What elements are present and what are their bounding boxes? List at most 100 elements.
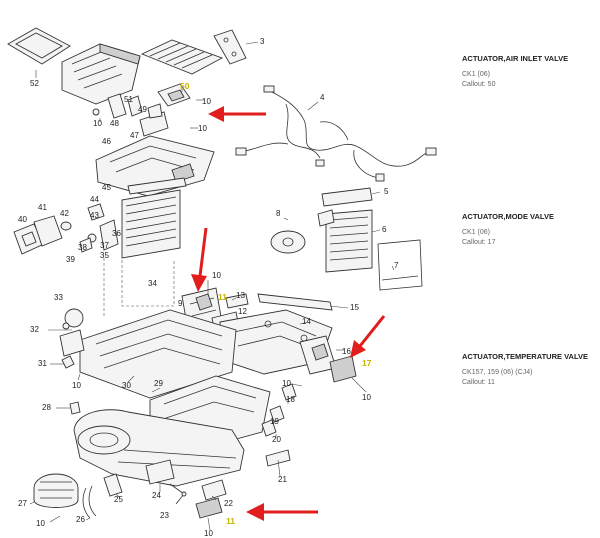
callout-9: 9: [178, 299, 183, 308]
callout-43: 43: [90, 211, 99, 220]
part-13-bracket: [225, 293, 249, 309]
callout-47: 47: [130, 131, 139, 140]
callout-51: 51: [124, 95, 133, 104]
callout-46: 46: [102, 137, 111, 146]
info-title: ACTUATOR,TEMPERATURE VALVE: [462, 352, 588, 361]
callout-27: 27: [18, 499, 27, 508]
callout-37: 37: [100, 241, 109, 250]
part-36-evaporator: [121, 189, 181, 259]
callout-39: 39: [66, 255, 75, 264]
part-19-20-18-clips: [261, 383, 297, 437]
callout-10-right: 10: [362, 393, 371, 402]
callout-40: 40: [18, 215, 27, 224]
info-callout: Callout: 17: [462, 239, 496, 246]
part-11-temp-actuator: [195, 497, 223, 519]
callout-5: 5: [384, 187, 389, 196]
callout-11-mode: 11: [218, 292, 227, 302]
info-code: CK1 (06): [462, 71, 491, 78]
part-3-cabin-filter: [140, 39, 224, 75]
callout-28: 28: [42, 403, 51, 412]
info-title: ACTUATOR,AIR INLET VALVE: [462, 54, 569, 63]
callout-18: 18: [286, 395, 295, 404]
part-26-hose: [82, 485, 97, 519]
callout-17: 17: [362, 358, 372, 368]
red-arrow-bottom-actuator: [246, 503, 318, 521]
callout-48: 48: [110, 119, 119, 128]
part-17-mode-valve-actuator: [329, 355, 357, 383]
part-5-heater-seal: [321, 187, 373, 207]
callout-12: 12: [238, 307, 247, 316]
part-33-plug: [64, 308, 84, 328]
callout-4: 4: [320, 93, 325, 102]
callout-8: 8: [276, 209, 281, 218]
callout-3: 3: [260, 37, 265, 46]
callout-10-upper-right: 10: [202, 97, 211, 106]
info-block-temperature-valve: ACTUATOR,TEMPERATURE VALVE CK157, 159 (0…: [462, 352, 600, 388]
part-52-seal: [7, 27, 71, 65]
part-blower-housing: [73, 409, 245, 487]
info-title: ACTUATOR,MODE VALVE: [462, 212, 554, 221]
part-37-expansion-parts: [87, 219, 119, 251]
part-25-resistor: [103, 473, 123, 497]
callout-30: 30: [122, 381, 131, 390]
callout-13: 13: [236, 291, 245, 300]
callout-41: 41: [38, 203, 47, 212]
callout-24: 24: [152, 491, 161, 500]
callout-49: 49: [138, 105, 147, 114]
callout-14: 14: [302, 317, 311, 326]
info-block-mode-valve: ACTUATOR,MODE VALVE CK1 (06) Callout: 17: [462, 212, 600, 248]
part-5-6-heater-core: [317, 209, 373, 273]
callout-10-mid: 10: [212, 271, 221, 280]
info-code: CK157, 159 (06) (CJ4): [462, 369, 533, 376]
callout-44: 44: [90, 195, 99, 204]
part-27-blower-motor: [33, 473, 79, 508]
red-arrow-air-inlet: [208, 106, 266, 122]
part-4-wiring-harness: [235, 85, 437, 182]
red-arrow-temperature-valve: [350, 315, 386, 358]
part-22-bracket: [201, 479, 227, 501]
callout-50: 50: [180, 81, 190, 91]
callout-6: 6: [382, 225, 387, 234]
callout-10-left: 10: [72, 381, 81, 390]
callout-16: 16: [342, 347, 351, 356]
part-32-31-fasteners: [61, 322, 75, 369]
callout-10-bottom-left: 10: [36, 519, 45, 528]
callout-10-center: 10: [282, 379, 291, 388]
red-arrow-mode-valve: [191, 227, 208, 292]
part-3-bracket: [213, 29, 247, 65]
part-11-mode-actuator: [195, 293, 213, 311]
part-23-lever: [169, 483, 187, 505]
part-21-clip: [265, 449, 291, 467]
part-24-bracket: [145, 459, 175, 485]
callout-10-upper-left: 10: [93, 119, 102, 128]
callout-numbers: 52 3 50 51 49 48 10 10 10 47 46 4 45 44 …: [18, 37, 399, 538]
part-41-gasket: [33, 215, 63, 247]
callout-20: 20: [272, 435, 281, 444]
callout-32: 32: [30, 325, 39, 334]
part-45-seal-strip: [127, 177, 187, 195]
callout-10-bottom: 10: [204, 529, 213, 538]
callout-31: 31: [38, 359, 47, 368]
callout-29: 29: [154, 379, 163, 388]
info-callout: Callout: 50: [462, 81, 496, 88]
leader-lines: [29, 41, 395, 531]
callout-26: 26: [76, 515, 85, 524]
callout-7: 7: [394, 261, 399, 270]
callout-10-upper-right-2: 10: [198, 124, 207, 133]
callout-34: 34: [148, 279, 157, 288]
callout-52: 52: [30, 79, 39, 88]
part-42-grommet: [60, 221, 72, 231]
part-40-duct: [13, 223, 45, 255]
part-15-duct-strip: [257, 293, 333, 311]
callout-38: 38: [78, 243, 87, 252]
part-28-clip: [69, 401, 81, 415]
callout-11-temp: 11: [226, 516, 235, 526]
part-16-temp-valve-assembly: [299, 335, 337, 375]
callout-22: 22: [224, 499, 233, 508]
part-34-dash-line: [103, 258, 175, 318]
part-43-44-fittings: [79, 203, 105, 253]
upper-blower-case: [61, 43, 141, 105]
callout-19: 19: [270, 417, 279, 426]
callout-42: 42: [60, 209, 69, 218]
callout-21: 21: [278, 475, 287, 484]
